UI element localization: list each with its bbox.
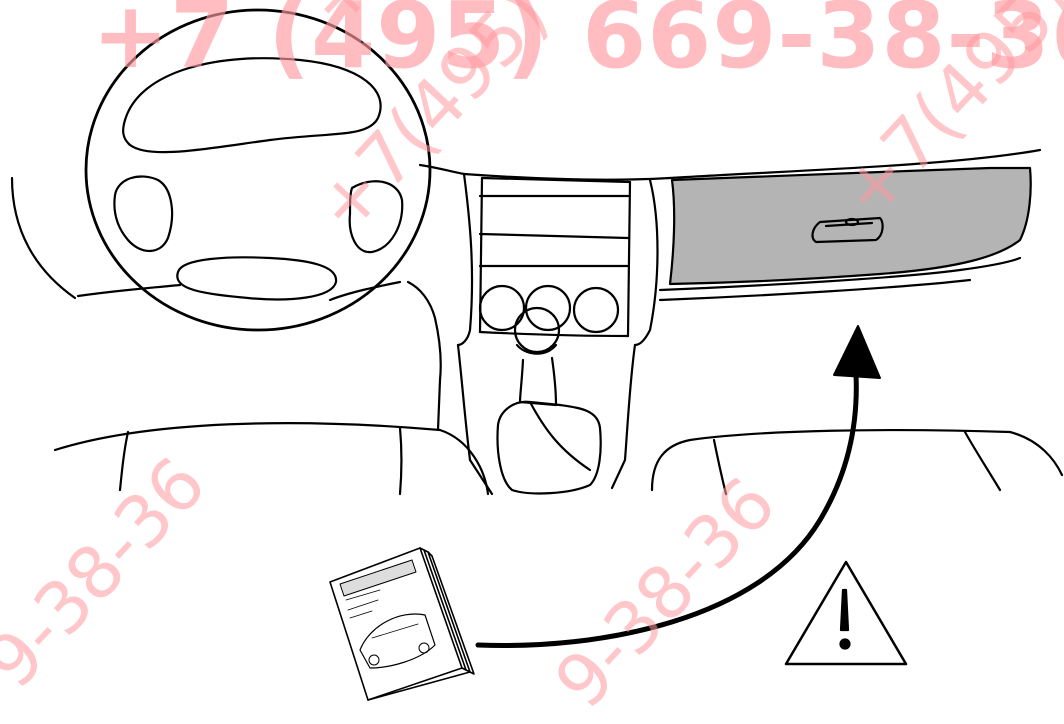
wheel-right-spoke-opening (350, 181, 403, 252)
shifter-boot (498, 402, 601, 494)
center-console (458, 174, 670, 494)
owner-manual-booklet-icon (330, 548, 474, 700)
dash-left-under-wheel (330, 282, 400, 300)
wheel-lower-opening (177, 257, 336, 299)
steering-wheel (86, 10, 430, 330)
glovebox-handle (813, 218, 883, 242)
dashboard-illustration (0, 0, 1064, 701)
hvac-knob-right (574, 288, 618, 332)
gear-lever-shaft (520, 358, 556, 405)
wheel-left-spoke-opening (114, 176, 172, 251)
radio-slot-upper (480, 234, 628, 238)
glovebox (660, 150, 1040, 300)
wheel-upper-opening (123, 58, 380, 152)
hvac-knob-left (480, 286, 524, 330)
left-door-edge (12, 178, 75, 298)
warning-triangle-icon (786, 562, 906, 664)
dash-right-of-wheel (408, 282, 441, 430)
curved-arrow-icon (478, 326, 880, 646)
dash-top-line (420, 165, 464, 174)
dash-left-outline (78, 285, 180, 296)
front-seats (55, 423, 1062, 494)
